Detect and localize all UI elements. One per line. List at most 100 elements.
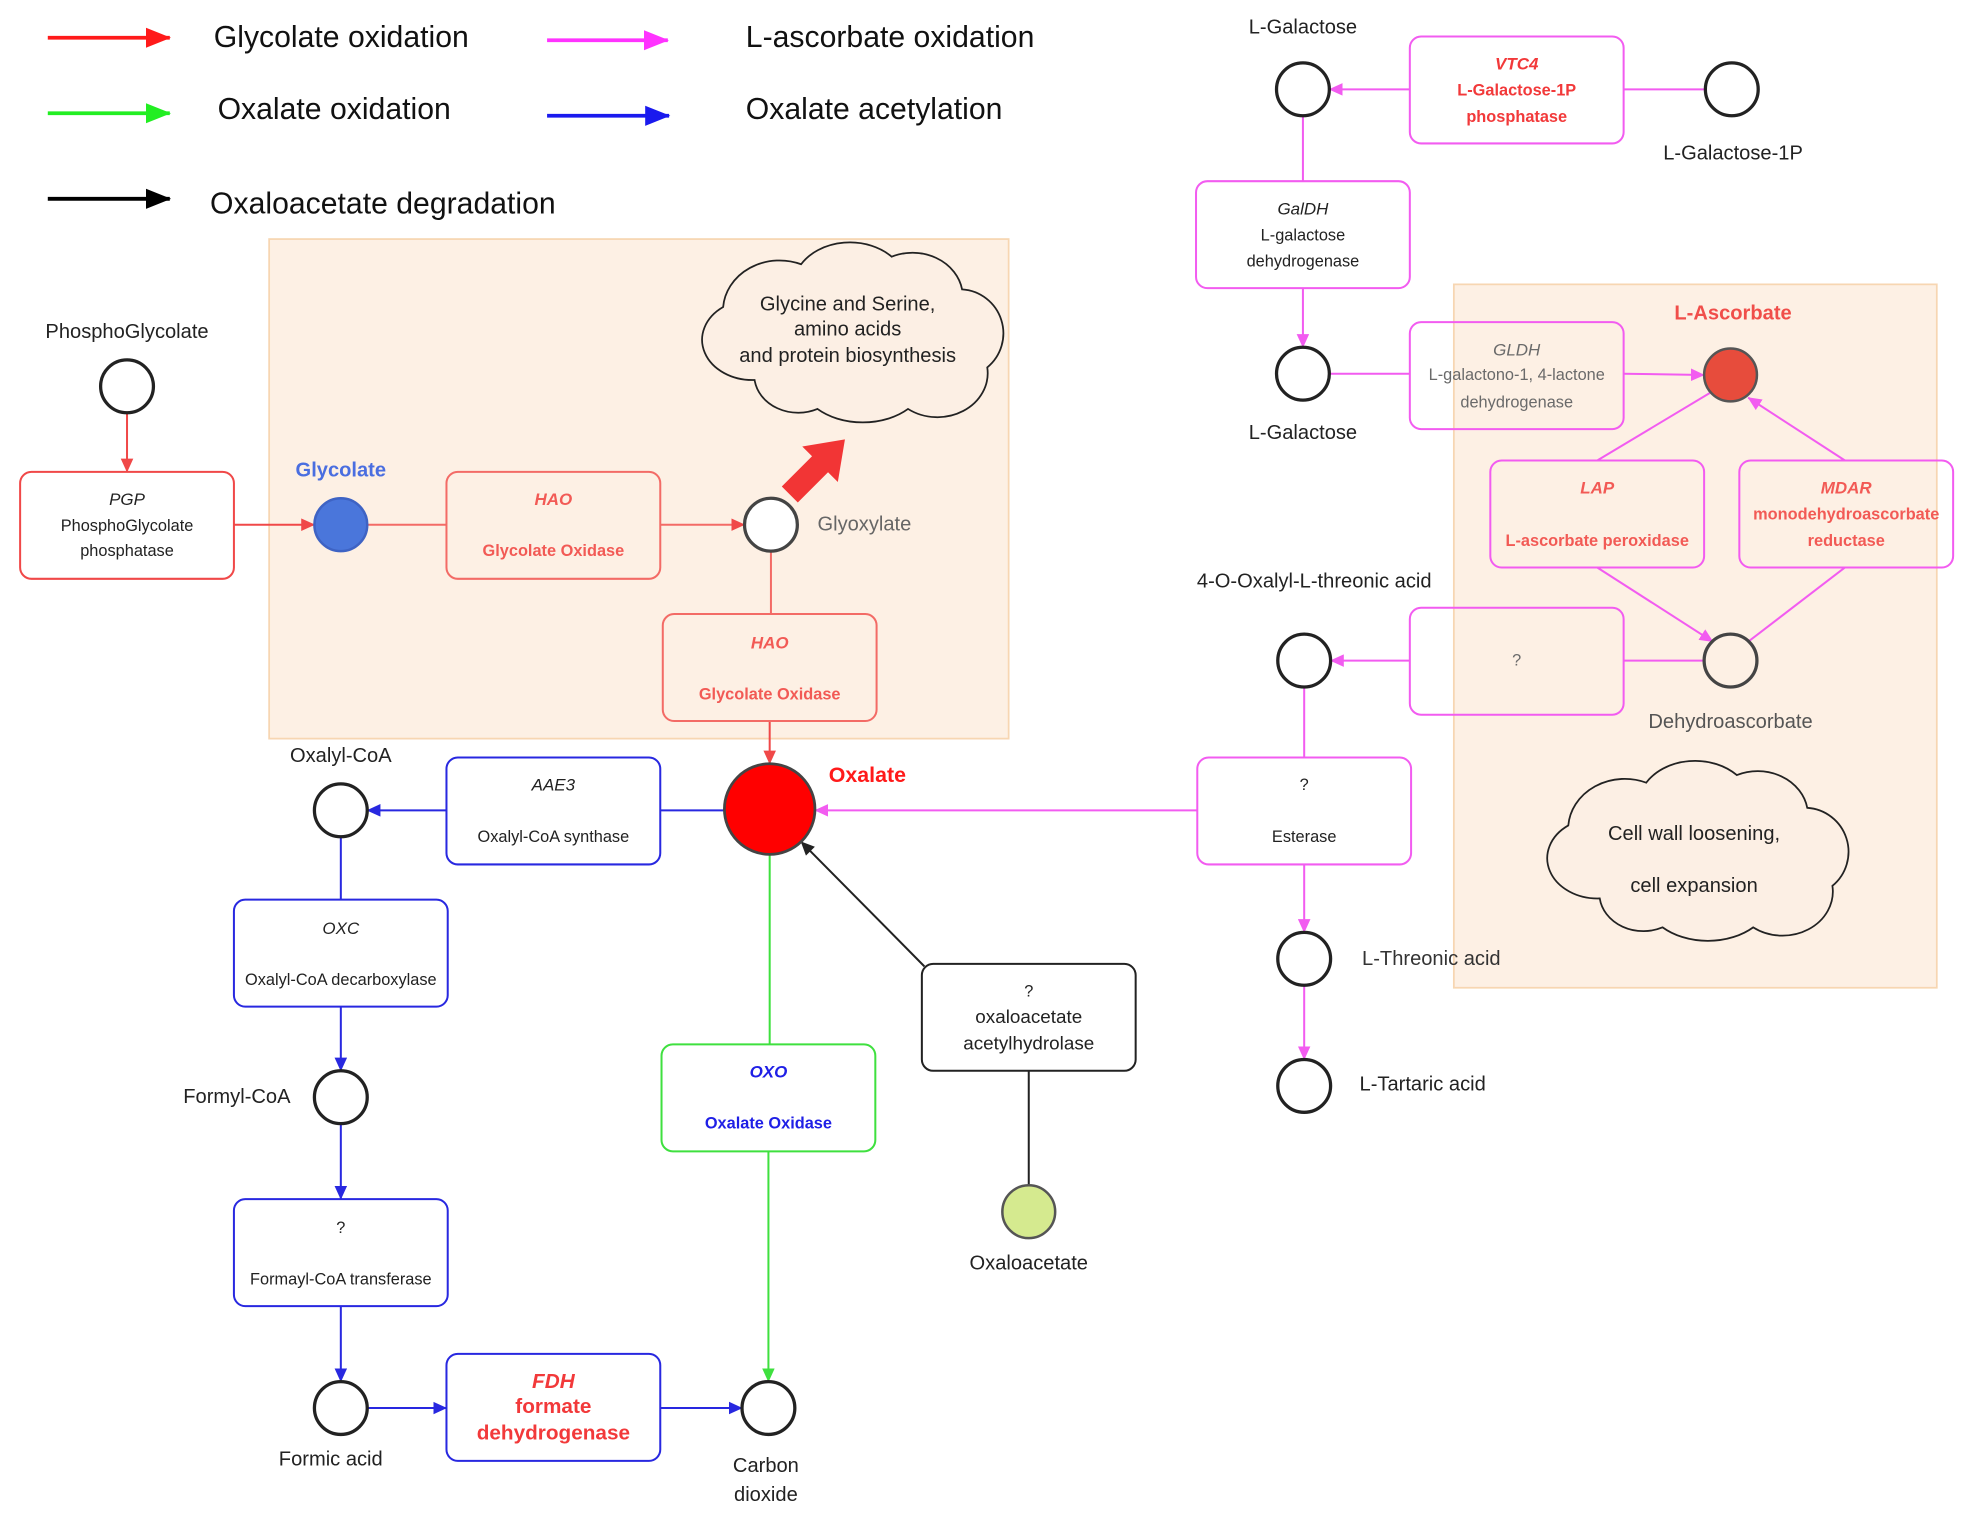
enzyme-name: acetylhydrolase — [963, 1033, 1094, 1054]
enzyme-name: PhosphoGlycolate — [61, 517, 194, 535]
metabolite-node — [740, 1379, 797, 1437]
metabolite-label: Glyoxylate — [817, 514, 911, 536]
metabolite-l-threonic-acid: L-Threonic acid — [1276, 930, 1501, 987]
enzyme-hao-1: HAO Glycolate Oxidase — [445, 470, 662, 580]
metabolite-node — [1702, 632, 1759, 689]
metabolite-label: PhosphoGlycolate — [45, 321, 208, 343]
enzyme-name: formate — [515, 1395, 591, 1418]
enzyme-abbreviation: PGP — [109, 490, 146, 509]
metabolite-node — [1274, 61, 1331, 118]
metabolite-oxalyl-threonic-acid: 4-O-Oxalyl-L-threonic acid — [1197, 570, 1432, 689]
metabolite-label: L-Galactose — [1249, 17, 1357, 39]
enzyme-oxo: OXO Oxalate Oxidase — [660, 1043, 877, 1153]
legend-item-oxaloacetate-degradation: Oxaloacetate degradation — [47, 187, 556, 220]
enzyme-oxaloacetate-hydrolase: ? oxaloacetate acetylhydrolase — [920, 962, 1137, 1072]
enzyme-galdh: GalDH L-galactose dehydrogenase — [1195, 180, 1411, 290]
metabolite-node — [723, 762, 817, 856]
enzyme-box — [1195, 180, 1411, 290]
enzyme-abbreviation: ? — [336, 1219, 345, 1237]
enzyme-box — [445, 470, 662, 580]
metabolite-carbon-dioxide: Carbon dioxide — [733, 1379, 799, 1506]
enzyme-abbreviation: OXC — [322, 919, 360, 938]
enzyme-name: dehydrogenase — [1247, 253, 1360, 271]
cloud-shape — [1546, 760, 1850, 942]
enzyme-abbreviation: GalDH — [1277, 199, 1329, 218]
enzyme-box — [445, 1352, 662, 1462]
arrow-gldh-to-ascorbate — [1623, 368, 1705, 382]
metabolite-label: Formyl-CoA — [183, 1086, 291, 1108]
legend-label: Oxaloacetate degradation — [210, 187, 556, 220]
arrow-lap-to-dehydroascorbate — [1596, 566, 1714, 643]
metabolite-label: Oxalyl-CoA — [290, 745, 392, 767]
metabolite-l-tartaric-acid: L-Tartaric acid — [1276, 1057, 1486, 1114]
legend-label: Oxalate acetylation — [746, 93, 1003, 126]
cloud-text-line: Glycine and Serine, — [760, 294, 935, 316]
line-mdar-to-dehydroascorbate — [1747, 566, 1846, 643]
arrow-mdar-to-ascorbate — [1747, 396, 1846, 462]
metabolite-l-galactose-1p: L-Galactose-1P — [1663, 61, 1803, 165]
metabolite-formic-acid: Formic acid — [279, 1379, 383, 1471]
enzyme-box — [232, 1198, 449, 1308]
enzyme-name: Oxalyl-CoA synthase — [478, 828, 630, 846]
enzyme-box — [1408, 606, 1625, 716]
metabolite-node — [1274, 345, 1331, 402]
metabolite-node — [98, 358, 156, 415]
metabolite-dehydroascorbate: Dehydroascorbate — [1648, 632, 1813, 733]
enzyme-box — [19, 470, 235, 580]
legend-item-l-ascorbate-oxidation: L-ascorbate oxidation — [547, 21, 1034, 54]
arrow-hydrolase-to-oxalate — [800, 841, 926, 968]
enzyme-oxc: OXC Oxalyl-CoA decarboxylase — [232, 898, 449, 1008]
metabolite-label: L-Threonic acid — [1362, 948, 1501, 970]
metabolite-label: Dehydroascorbate — [1648, 711, 1812, 733]
enzyme-hao-2: HAO Glycolate Oxidase — [661, 613, 878, 722]
enzyme-box — [920, 962, 1137, 1072]
biosynthesis-block-arrow — [781, 439, 845, 503]
legend-label: L-ascorbate oxidation — [746, 21, 1035, 54]
cell-wall-cloud: Cell wall loosening, cell expansion — [1546, 760, 1850, 942]
enzyme-box — [232, 898, 449, 1008]
metabolite-label: dioxide — [734, 1484, 798, 1506]
enzyme-box — [445, 756, 662, 866]
oxalate-acetylation-connectors — [334, 804, 743, 1415]
enzyme-pgp: PGP PhosphoGlycolate phosphatase — [19, 470, 235, 580]
enzyme-name: dehydrogenase — [1460, 394, 1573, 412]
legend: Glycolate oxidation L-ascorbate oxidatio… — [47, 21, 1034, 220]
legend-item-oxalate-oxidation: Oxalate oxidation — [47, 93, 451, 126]
enzyme-fdh: FDH formate dehydrogenase — [445, 1352, 662, 1462]
metabolite-node — [1276, 1057, 1333, 1114]
metabolite-oxaloacetate: Oxaloacetate — [970, 1184, 1088, 1274]
metabolite-phosphoglycolate: PhosphoGlycolate — [45, 321, 209, 415]
enzyme-name: phosphatase — [1466, 108, 1567, 126]
enzyme-name: Glycolate Oxidase — [483, 542, 625, 560]
enzyme-name: monodehydroascorbate — [1753, 506, 1939, 524]
metabolite-node — [1276, 632, 1333, 689]
metabolite-node — [1001, 1184, 1057, 1240]
enzyme-name: L-galactono-1, 4-lactone — [1429, 366, 1605, 384]
legend-label: Oxalate oxidation — [218, 93, 451, 126]
enzyme-abbreviation: OXO — [750, 1063, 788, 1082]
metabolite-label: 4-O-Oxalyl-L-threonic acid — [1197, 570, 1432, 592]
enzyme-box — [661, 613, 878, 722]
enzyme-abbreviation: MDAR — [1821, 479, 1873, 498]
cloud-text-line: cell expansion — [1630, 875, 1757, 897]
metabolite-label: Glycolate — [296, 460, 387, 482]
metabolite-oxalate: Oxalate — [723, 762, 906, 856]
enzyme-name: L-ascorbate peroxidase — [1506, 532, 1689, 550]
enzyme-abbreviation: GLDH — [1493, 340, 1541, 359]
metabolite-label: L-Galactose — [1249, 422, 1357, 444]
enzyme-name: dehydrogenase — [477, 1422, 630, 1445]
ascorbate-oxidation-connectors — [814, 83, 1846, 1061]
metabolite-node — [1276, 930, 1333, 987]
metabolite-l-galactose-top: L-Galactose — [1249, 17, 1357, 118]
metabolite-label: L-Ascorbate — [1674, 302, 1791, 324]
enzyme-abbreviation: LAP — [1580, 479, 1615, 498]
enzyme-gldh: GLDH L-galactono-1, 4-lactone dehydrogen… — [1408, 321, 1625, 431]
enzyme-name: L-galactose — [1261, 226, 1345, 244]
metabolite-node — [742, 496, 799, 553]
line-lap-to-ascorbate — [1596, 391, 1711, 462]
metabolite-glyoxylate: Glyoxylate — [742, 496, 911, 553]
enzyme-abbreviation: HAO — [751, 633, 789, 652]
metabolite-label: Oxaloacetate — [970, 1252, 1088, 1274]
metabolite-node — [312, 1069, 369, 1126]
legend-item-oxalate-acetylation: Oxalate acetylation — [547, 93, 1002, 126]
